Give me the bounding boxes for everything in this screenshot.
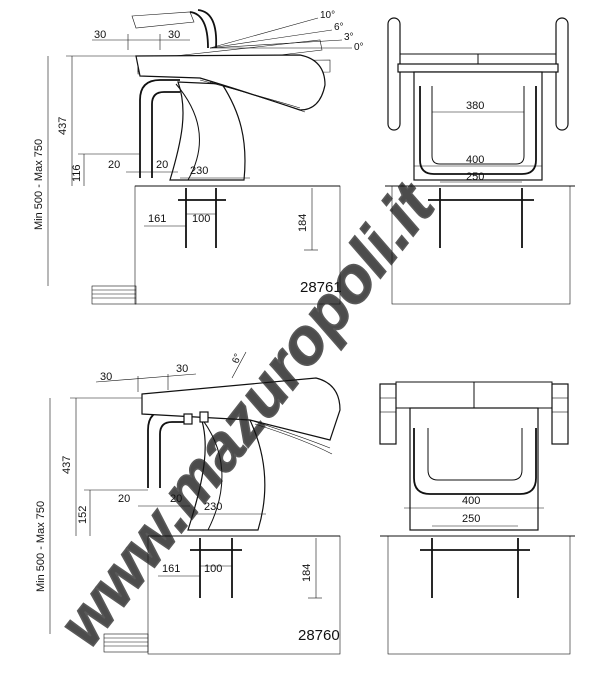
dim-mid-offset: 20	[170, 493, 182, 505]
dim-height: 437	[61, 456, 73, 474]
front-post	[387, 17, 401, 131]
angle-label: 10°	[320, 10, 335, 21]
front-view-top: 380 400 250	[385, 17, 575, 305]
dim-left-offset: 20	[108, 159, 120, 171]
dim-lower-height: 116	[71, 164, 83, 182]
dim-lower-height: 152	[77, 506, 89, 524]
angle-label: 6°	[334, 22, 344, 33]
dim-depth: 184	[301, 564, 313, 582]
platform-grip	[131, 11, 195, 29]
dim-mid-offset: 20	[156, 159, 168, 171]
ground-soil	[387, 535, 571, 655]
pedestal-handle	[139, 79, 180, 178]
dim-top-right: 30	[176, 363, 188, 375]
dim-anchor-left: 161	[148, 213, 166, 225]
dim-left-offset: 20	[118, 493, 130, 505]
front-post	[555, 17, 569, 131]
dim-anchor-width: 250	[466, 171, 484, 183]
dim-top-right: 30	[168, 29, 180, 41]
front-view-bottom: 400 250	[379, 381, 575, 655]
dim-anchor-spacing: 100	[192, 213, 210, 225]
angle-label: 0°	[354, 42, 364, 53]
angle-label: 6°	[230, 352, 244, 365]
ground-steps	[103, 633, 149, 653]
model-code: 28760	[298, 627, 340, 644]
platform-tilt	[141, 377, 341, 441]
height-range: Min 500 - Max 750	[33, 139, 45, 230]
ground-steps	[91, 285, 137, 305]
model-code: 28761	[300, 279, 342, 296]
dim-anchor-left: 161	[162, 563, 180, 575]
dim-height: 437	[57, 117, 69, 135]
dim-depth: 184	[297, 214, 309, 232]
dim-width: 400	[466, 154, 484, 166]
side-view-top: 30 30 10° 6° 3° 0° 437 Min 500 - Max 750…	[33, 9, 364, 305]
dim-anchor-width: 250	[462, 513, 480, 525]
front-body	[409, 407, 539, 531]
side-view-bottom: 30 30 6° 437 Min 500 - Max 750 152 20 20…	[35, 351, 341, 655]
dim-width: 400	[462, 495, 480, 507]
dim-span: 230	[204, 501, 222, 513]
angle-label: 3°	[344, 32, 354, 43]
dim-top-left: 30	[100, 371, 112, 383]
dim-top-left: 30	[94, 29, 106, 41]
front-body	[413, 71, 543, 181]
dim-span: 230	[190, 165, 208, 177]
dim-inner-width: 380	[466, 100, 484, 112]
dim-anchor-spacing: 100	[204, 563, 222, 575]
height-range: Min 500 - Max 750	[35, 501, 47, 592]
